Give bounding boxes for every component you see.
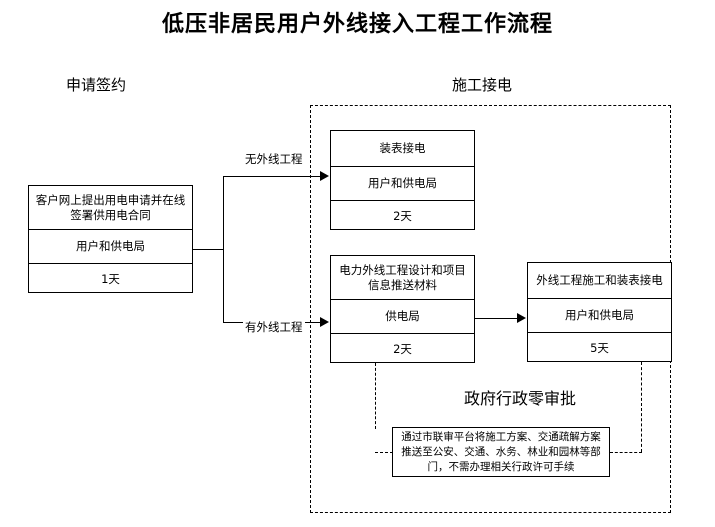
node-online-application[interactable]: 客户网上提出用电申请并在线签署供用电合同 用户和供电局 1天 [28,185,193,293]
node-actor: 用户和供电局 [29,230,192,264]
node-actor: 供电局 [331,300,474,334]
arrow-to-meter-installation [320,171,329,181]
node-design-and-push[interactable]: 电力外线工程设计和项目信息推送材料 供电局 2天 [330,255,475,363]
node-duration: 2天 [393,341,412,356]
arrow-to-design-and-push [320,317,329,327]
dotted-connector-design-down [375,363,376,429]
government-approval-note: 通过市联审平台将施工方案、交通疏解方案推送至公安、交通、水务、林业和园林等部门，… [392,427,610,477]
node-name: 外线工程施工和装表接电 [528,263,671,299]
node-duration: 5天 [590,340,609,355]
connector-split-vertical [223,176,224,323]
node-actor: 用户和供电局 [331,167,474,201]
connector-branch-no-external [223,176,321,177]
dotted-connector-note-right [610,452,642,453]
connector-design-to-construction [475,318,517,319]
node-duration: 2天 [393,208,412,223]
dotted-connector-construction-down [641,362,642,452]
phase-label-apply: 申请签约 [66,76,127,94]
node-name: 客户网上提出用电申请并在线签署供用电合同 [29,186,192,230]
dotted-connector-note-left [375,452,393,453]
node-duration: 1天 [101,271,120,286]
node-name: 装表接电 [331,131,474,167]
node-actor: 用户和供电局 [528,299,671,333]
arrow-to-external-line-construction [517,313,526,323]
node-external-line-construction[interactable]: 外线工程施工和装表接电 用户和供电局 5天 [527,262,672,362]
branch-label-with-external-line: 有外线工程 [243,320,305,335]
node-name: 电力外线工程设计和项目信息推送材料 [331,256,474,300]
phase-label-construction: 施工接电 [452,76,513,94]
branch-label-no-external-line: 无外线工程 [243,152,305,167]
government-approval-heading: 政府行政零审批 [463,389,576,408]
connector-application-out [193,249,224,250]
page-title: 低压非居民用户外线接入工程工作流程 [161,12,553,37]
node-meter-installation[interactable]: 装表接电 用户和供电局 2天 [330,130,475,230]
